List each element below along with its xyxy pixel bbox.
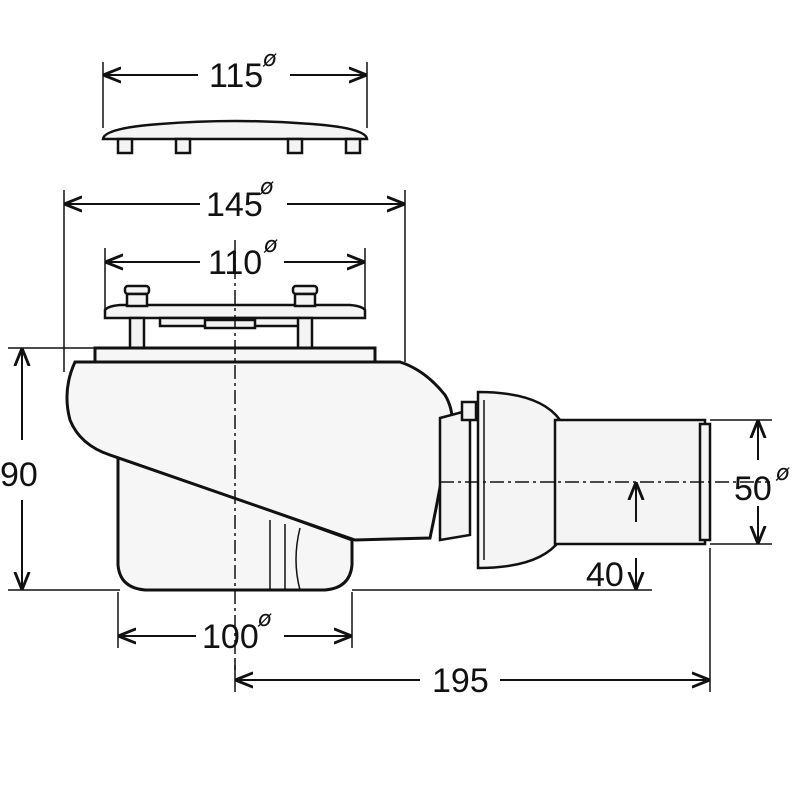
dimension-height: 90 [0, 347, 120, 591]
dimension-base-diameter: 100 ø [117, 592, 353, 656]
diameter-symbol: ø [259, 175, 274, 200]
outlet-diameter-value: 50 [734, 470, 772, 508]
diameter-symbol: ø [775, 461, 790, 486]
outer-diameter-value: 145 [206, 186, 263, 224]
outlet-height-value: 40 [586, 556, 624, 594]
dimension-outer-diameter: 145 ø [63, 175, 406, 372]
length-value: 195 [432, 662, 489, 700]
cover-diameter-value: 115 [209, 57, 263, 95]
cover-plate [101, 119, 369, 155]
height-value: 90 [0, 456, 38, 494]
diameter-symbol: ø [262, 47, 277, 72]
diameter-symbol: ø [263, 233, 278, 258]
dimension-outlet-height: 40 [352, 484, 652, 594]
drain-body [65, 346, 478, 592]
dimension-inner-diameter: 110 ø [104, 233, 366, 312]
outlet-joint [476, 390, 562, 570]
dimension-length: 195 [234, 548, 711, 700]
outlet-pipe [553, 418, 712, 546]
base-diameter-value: 100 [202, 618, 259, 656]
dimension-cover-diameter: 115 ø [102, 47, 368, 128]
screw-right [291, 284, 319, 350]
screw-left [123, 284, 151, 350]
diameter-symbol: ø [257, 607, 272, 632]
dimension-outlet-diameter: 50 ø [710, 419, 790, 545]
